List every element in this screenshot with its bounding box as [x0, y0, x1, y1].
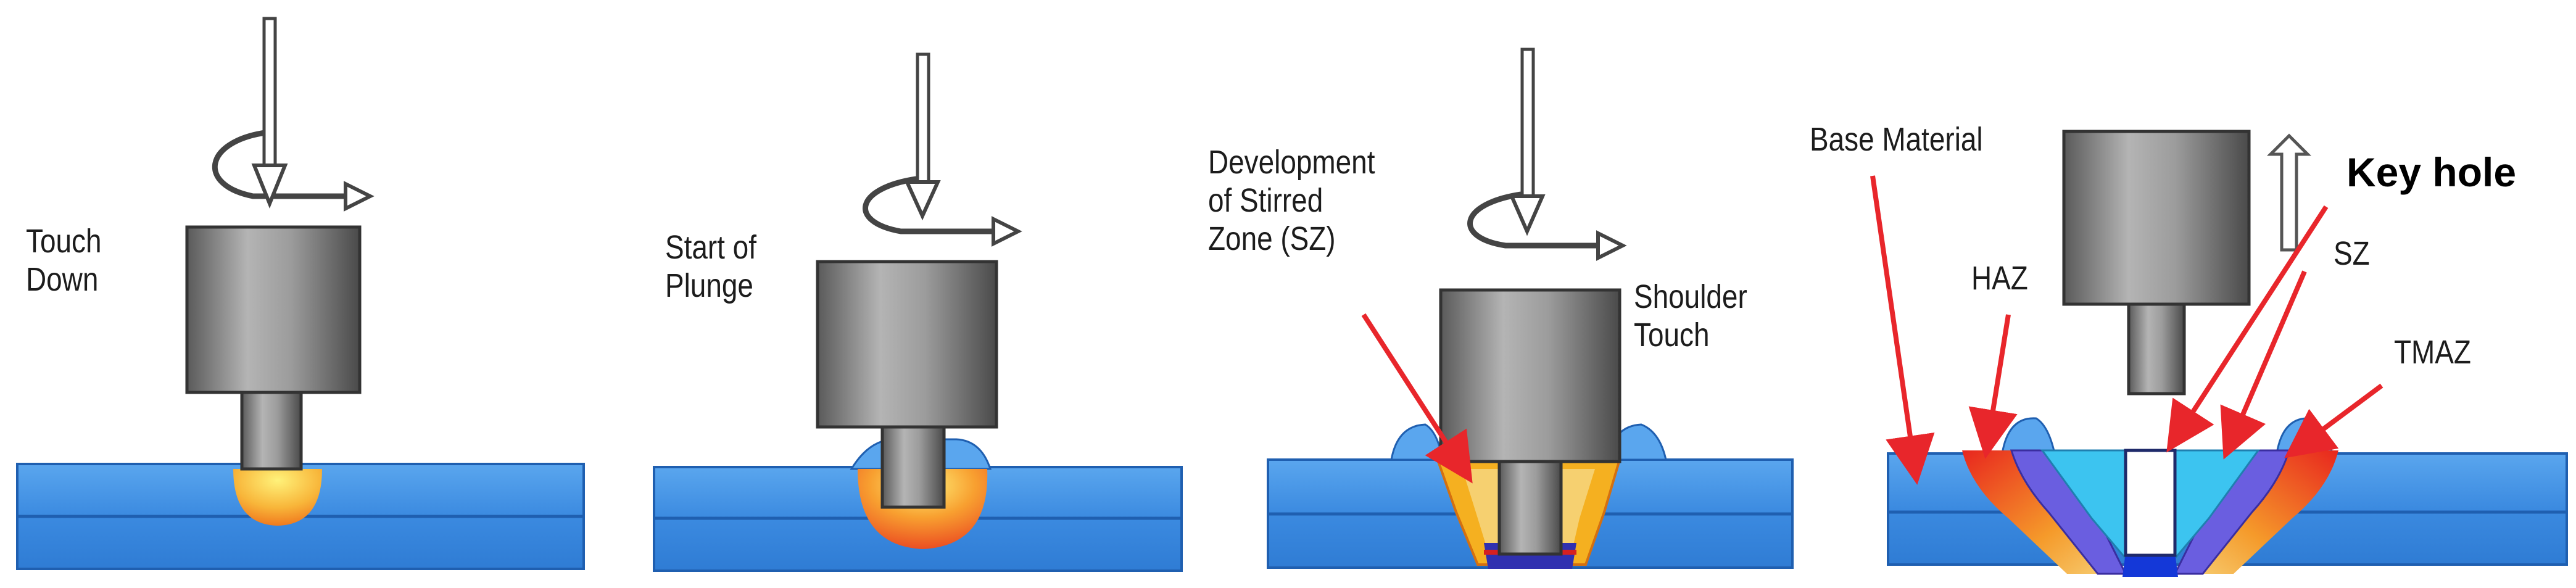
stage-shoulder-touch — [1267, 48, 1794, 569]
rotation-arrow-icon — [212, 17, 375, 212]
callout-arrow-stirred-zone — [1361, 313, 1473, 484]
callout-arrow-key-hole — [2166, 205, 2329, 453]
callout-arrow-tmaz — [2284, 383, 2383, 458]
label-shoulder-touch: Shoulder Touch — [1634, 278, 1747, 354]
up-arrow-icon — [2266, 133, 2312, 252]
flash-left — [1390, 423, 1444, 461]
label-key-hole: Key hole — [2346, 149, 2517, 195]
callout-arrow-base-material — [1870, 175, 1935, 485]
flash-left — [2001, 417, 2056, 455]
label-sz: SZ — [2334, 235, 2370, 272]
callout-arrow-haz — [1968, 314, 2018, 459]
label-touch-down: Touch Down — [26, 223, 102, 298]
stage-withdrawal — [1870, 130, 2568, 577]
rotation-arrow-icon — [1467, 48, 1627, 261]
label-tmaz: TMAZ — [2394, 334, 2471, 371]
key-hole-bottom — [2123, 552, 2178, 577]
stage-touch-down — [16, 17, 585, 570]
callout-arrow-sz — [2220, 270, 2307, 460]
label-haz: HAZ — [1971, 260, 2028, 297]
stage-start-of-plunge — [653, 52, 1183, 572]
tool — [816, 260, 998, 509]
key-hole — [2124, 449, 2177, 557]
tool — [2062, 130, 2251, 395]
label-development-of-stirred-zone: Development of Stirred Zone (SZ) — [1208, 144, 1375, 257]
tool — [185, 225, 362, 471]
flash-right — [2276, 417, 2334, 455]
label-start-of-plunge: Start of Plunge — [665, 229, 756, 304]
rotation-arrow-icon — [863, 52, 1022, 247]
label-base-material: Base Material — [1810, 121, 1983, 158]
heat-zone — [233, 469, 322, 526]
